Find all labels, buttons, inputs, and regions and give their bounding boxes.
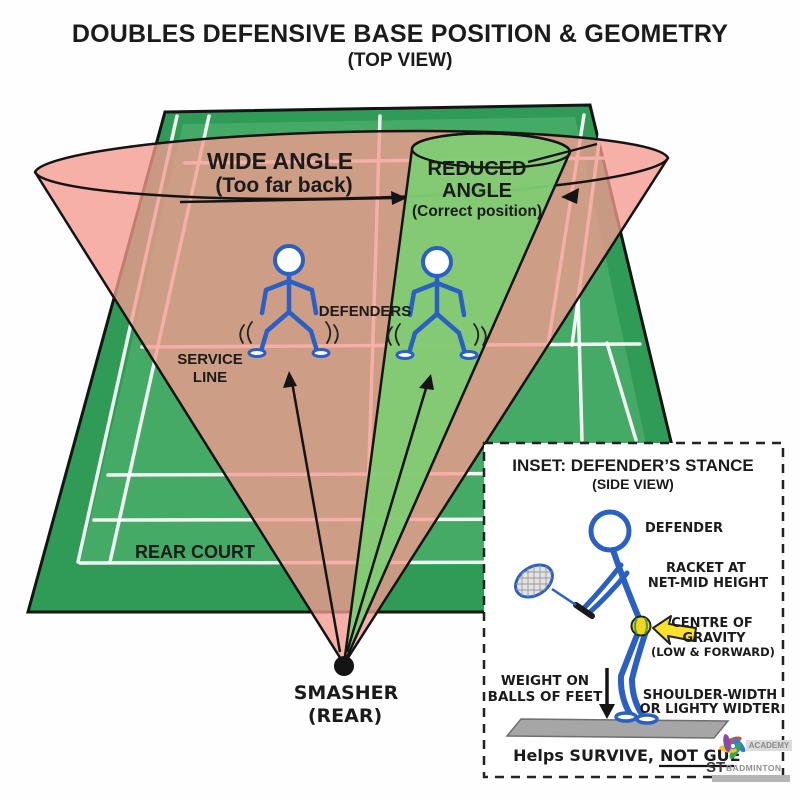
arrow-to-right-defender-head	[419, 374, 434, 390]
reduced-angle-cone	[342, 132, 572, 666]
defender-right-figure	[387, 246, 487, 360]
wide-angle-label: WIDE ANGLE	[207, 148, 353, 174]
racket-strings	[512, 562, 558, 600]
inset-defender-foot	[614, 711, 638, 723]
racket-shaft	[551, 587, 577, 607]
racket-grip	[573, 602, 595, 619]
rear-court-label: REAR COURT	[135, 542, 255, 562]
defender-right-arms	[407, 280, 467, 318]
defender-left-head	[273, 244, 305, 276]
service-line-label: LINE	[193, 369, 227, 386]
reduced-angle-sublabel: (Correct position)	[412, 203, 542, 220]
inset-defender-foot	[635, 713, 659, 725]
shuttlecock-logo-icon	[719, 734, 746, 759]
logo-academy-band	[746, 740, 792, 751]
reduced-angle-label: REDUCED	[428, 158, 527, 180]
wide-angle-sublabel: (Too far back)	[215, 174, 352, 197]
inset-footer-text: Helps SURVIVE,	[513, 746, 654, 765]
racket-height-label: RACKET AT	[666, 561, 746, 576]
cog-label: CENTRE OF	[671, 616, 753, 631]
defender-left-foot	[247, 348, 267, 358]
inset-title: INSET: DEFENDER’S STANCE	[512, 456, 754, 475]
page-title: DOUBLES DEFENSIVE BASE POSITION & GEOMET…	[72, 20, 728, 71]
motion-marks	[239, 321, 339, 344]
rim-arrowhead	[561, 188, 579, 204]
defender-left-arms	[259, 278, 319, 316]
inset-defender-arm	[586, 570, 630, 616]
annotation-arrows	[179, 142, 598, 653]
inset-defender-label: DEFENDER	[645, 521, 723, 536]
weight-arrowhead	[599, 704, 615, 719]
inset-panel: INSET: DEFENDER’S STANCE (SIDE VIEW)	[482, 441, 785, 779]
defenders-label: DEFENDERS	[319, 303, 412, 320]
smasher-label: SMASHER	[294, 682, 399, 704]
court-labels: WIDE ANGLE (Too far back) REDUCED ANGLE …	[135, 148, 542, 562]
smasher-dot	[334, 656, 354, 676]
title-line1: DOUBLES DEFENSIVE BASE POSITION & GEOMET…	[72, 20, 728, 48]
logo-tagline-band	[712, 775, 790, 782]
service-line-label: SERVICE	[177, 351, 243, 368]
stance-width-label: SHOULDER-WIDTH	[643, 688, 777, 703]
reduced-callout-line	[527, 142, 598, 164]
weight-label: BALLS OF FEET	[488, 689, 603, 705]
cog-pointer-arrow	[652, 615, 697, 645]
arrow-to-left-defender-head	[283, 371, 297, 388]
reduced-angle-label: ANGLE	[442, 180, 512, 202]
inset-defender-figure	[581, 509, 659, 725]
arrow-to-left-defender	[290, 381, 342, 653]
cog-ball-stripe	[634, 617, 638, 635]
court-line	[576, 293, 584, 442]
inset-defender-head	[588, 509, 632, 553]
smasher: SMASHER (REAR)	[294, 656, 399, 727]
title-line2: (TOP VIEW)	[348, 50, 453, 71]
cog-label: (LOW & FORWARD)	[651, 645, 775, 659]
court-line	[605, 341, 638, 442]
defender-left-legs	[258, 309, 320, 354]
ground-slab	[505, 718, 730, 739]
defender-left-figure	[239, 244, 339, 358]
defender-right-foot	[459, 350, 479, 360]
weight-label: WEIGHT ON	[501, 673, 589, 689]
wide-angle-arrowhead	[391, 191, 407, 205]
defender-right-legs	[406, 311, 468, 356]
inset-footer-underlined: NOT GUE	[660, 746, 741, 765]
cog-label: GRAVITY	[682, 631, 746, 646]
defender-left-foot	[311, 348, 331, 358]
racket-height-label: NET-MID HEIGHT	[648, 576, 768, 591]
logo-academy-text: ACADEMY	[749, 741, 790, 750]
arrow-to-right-defender	[345, 384, 429, 653]
motion-marks	[387, 323, 487, 346]
logo-badminton-text: BADMINTON	[726, 763, 781, 773]
defender-right-foot	[395, 350, 415, 360]
inset-defender-leg	[617, 622, 644, 717]
defender-right-head	[421, 246, 453, 278]
stance-width-label: OR LIGHTY WIDTER	[640, 702, 781, 717]
inset-defender-arm	[581, 562, 624, 611]
wide-angle-arrow-line	[179, 196, 395, 204]
cog-ball-stripe	[644, 617, 648, 635]
racket	[512, 562, 595, 619]
inset-subtitle: (SIDE VIEW)	[592, 476, 674, 492]
smasher-label: (REAR)	[308, 705, 382, 727]
inset-defender-leg	[629, 628, 649, 719]
academy-logo: ACADEMY ST BADMINTON	[706, 734, 792, 782]
logo-st-text: ST	[706, 759, 725, 776]
